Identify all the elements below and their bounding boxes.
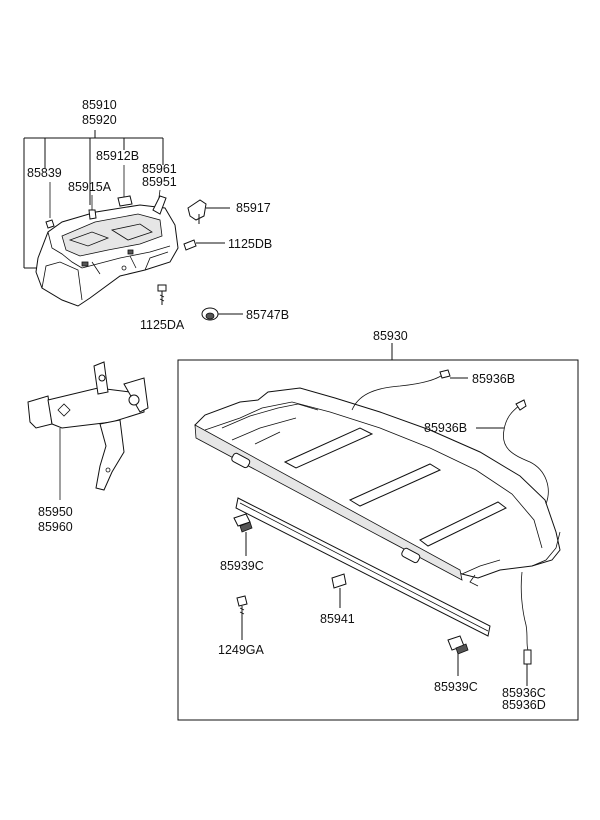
part-labels: 85910 85920 85839 85912B 85961 85951 859… (27, 98, 546, 712)
label-85936B-top: 85936B (472, 372, 515, 386)
label-85951: 85951 (142, 175, 177, 189)
label-85930: 85930 (373, 329, 408, 343)
label-85960: 85960 (38, 520, 73, 534)
label-85950: 85950 (38, 505, 73, 519)
clip-85939C-right (447, 635, 469, 676)
clip-85961 (152, 195, 167, 215)
clip-85912B (117, 195, 133, 207)
package-tray-85930 (194, 387, 561, 587)
label-85917: 85917 (236, 201, 271, 215)
label-85910: 85910 (82, 98, 117, 112)
label-85912B: 85912B (96, 149, 139, 163)
rear-package-tray-trim-assembly (23, 130, 179, 307)
clip-85839 (45, 219, 55, 229)
label-1125DB: 1125DB (228, 237, 272, 251)
label-85961: 85961 (142, 162, 177, 176)
fastener-85917 (187, 199, 230, 224)
grommet-85747B (201, 307, 243, 321)
bracket-85950 (27, 361, 149, 500)
label-1249GA: 1249GA (218, 643, 265, 657)
screw-1125DB (183, 239, 225, 251)
clip-85939C-left (233, 513, 253, 556)
label-85936D: 85936D (502, 698, 546, 712)
package-tray-box (177, 359, 579, 721)
label-85839: 85839 (27, 166, 62, 180)
label-85915A: 85915A (68, 180, 112, 194)
label-1125DA: 1125DA (140, 318, 185, 332)
clip-85941 (331, 573, 347, 608)
label-85941: 85941 (320, 612, 355, 626)
label-85920: 85920 (82, 113, 117, 127)
screw-1125DA (157, 284, 167, 305)
label-85936B-mid: 85936B (424, 421, 467, 435)
label-85939C-right: 85939C (434, 680, 478, 694)
label-85939C-left: 85939C (220, 559, 264, 573)
wire-harness-85936B (351, 369, 549, 686)
label-85747B: 85747B (246, 308, 289, 322)
trim-strip (235, 497, 491, 637)
clip-85915A (88, 209, 97, 220)
bolt-1249GA (236, 595, 248, 640)
label-85936C: 85936C (502, 686, 546, 700)
